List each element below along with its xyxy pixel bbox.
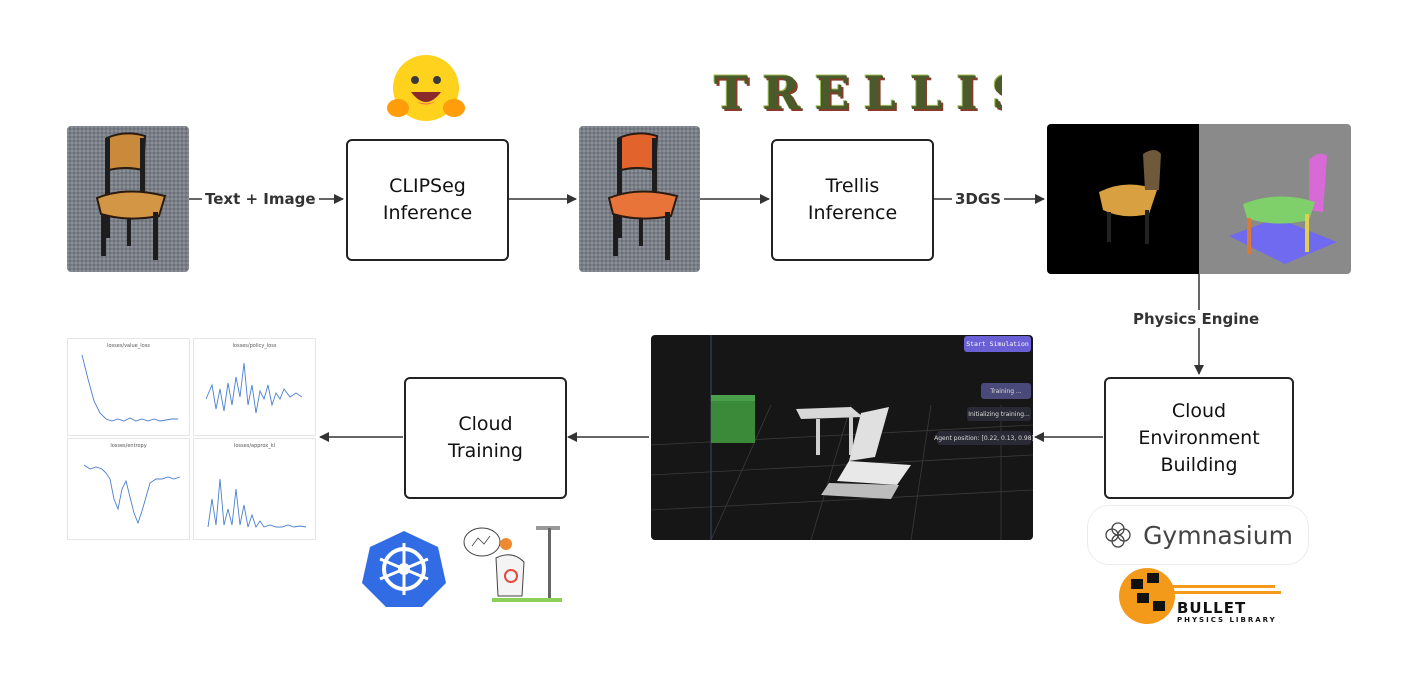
gymnasium-logo-text: Gymnasium [1143,520,1293,550]
node-cloud-training: Cloud Training [404,377,567,499]
hugging-face-icon [386,52,466,128]
plot-title: losses/approx_kl [233,443,276,449]
plot-value-loss: losses/value_loss [67,338,190,436]
plot-line [83,464,181,525]
kubernetes-icon [362,529,446,607]
plot-line [205,362,303,414]
simulation-viewer: Start Simulation Training ... Initializi… [651,335,1033,540]
plot-policy-loss: losses/policy_loss [193,338,316,436]
edge-label-physics-engine: Physics Engine [1130,310,1263,328]
bullet-physics-logo: BULLET PHYSICS LIBRARY [1117,565,1285,627]
node-trellis-inference: Trellis Inference [771,139,934,261]
3dgs-render-panel [1047,124,1351,274]
training-status-badge: Training ... [981,383,1031,399]
node-clipseg-inference: CLIPSeg Inference [346,139,509,261]
gymnasium-flower-icon [1105,522,1131,548]
start-simulation-button[interactable]: Start Simulation [964,336,1031,352]
initializing-status: Initializing training... [967,407,1031,421]
plot-line [207,478,307,529]
node-cloud-environment-building: Cloud Environment Building [1104,377,1294,499]
simulation-scene [651,335,1033,540]
gymnasium-logo: Gymnasium [1087,505,1309,565]
plot-title: losses/value_loss [107,343,150,349]
bullet-logo-subtitle: PHYSICS LIBRARY [1177,616,1277,624]
plot-title: losses/policy_loss [232,343,277,349]
plot-entropy: losses/entropy [67,438,190,540]
plot-title: losses/entropy [110,443,147,449]
basketball-robot-icon [462,522,572,606]
bullet-mark-icon [1119,568,1281,624]
plot-approx-kl: losses/approx_kl [193,438,316,540]
edge-label-text-image: Text + Image [202,190,319,208]
agent-position-readout: Agent position: [0.22, 0.13, 0.98] [934,431,1033,445]
plot-line [81,354,178,422]
input-chair-photo [67,126,189,272]
bullet-logo-text: BULLET [1177,599,1247,617]
edge-label-3dgs: 3DGS [952,190,1005,208]
masked-chair-photo [579,126,700,272]
